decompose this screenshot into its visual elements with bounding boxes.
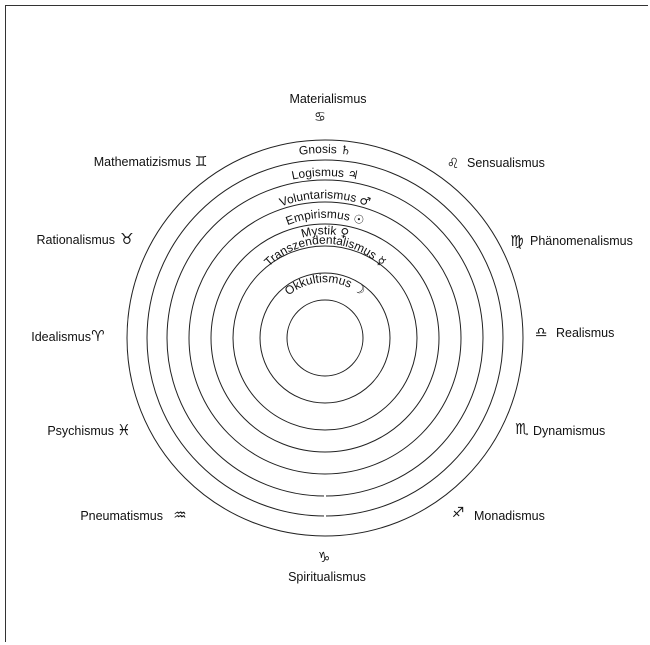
label-monadismus: Monadismus [474,509,545,523]
label-okkultismus: Okkultismus ☽ [282,271,368,298]
label-mystik: Mystik ♀ [300,223,351,240]
ring-6 [232,245,418,431]
diagram-frame [5,5,648,642]
gemini-icon: ♊ [195,154,208,170]
label-psychismus: Psychismus [47,424,114,438]
ring-5 [210,223,440,453]
aries-icon: ♈ [91,327,104,345]
libra-icon: ♎ [535,325,548,341]
capricorn-icon: ♑ [318,550,331,566]
leo-icon: ♌ [447,156,460,172]
label-materialismus: Materialismus [289,92,366,106]
ring-8 [286,299,364,377]
mars-icon: ♂ [358,193,373,210]
pisces-icon: ♓ [117,421,130,439]
mercury-icon: ☿ [374,254,389,269]
label-transzendentalismus: Transzendentalismus ☿ [261,233,388,269]
ring-1 [126,139,524,537]
cancer-icon: ♋ [314,110,326,125]
sun-icon: ☉ [351,211,366,228]
moon-icon: ☽ [351,280,368,298]
aquarius-icon: ♒ [173,506,186,524]
label-rationalismus: Rationalismus [36,233,115,247]
label-sensualismus: Sensualismus [467,156,545,170]
ring-7 [259,272,391,404]
sagittarius-icon: ♐ [452,505,465,521]
label-mathematizismus: Mathematizismus [94,155,191,169]
label-idealismus: Idealismus [31,330,91,344]
label-phaenomenalismus: Phänomenalismus [530,234,633,248]
saturn-icon: ♄ [340,143,352,158]
scorpio-icon: ♏ [515,420,529,438]
outer-labels: Materialismus ♋ ♌ Sensualismus ♍ Phänome… [31,92,633,584]
label-pneumatismus: Pneumatismus [80,509,163,523]
ring-4 [188,201,462,475]
label-dynamismus: Dynamismus [533,424,605,438]
label-spiritualismus: Spiritualismus [288,570,366,584]
jupiter-icon: ♃ [346,167,359,183]
venus-icon: ♀ [338,225,350,241]
label-realismus: Realismus [556,326,614,340]
virgo-icon: ♍ [510,232,523,250]
taurus-icon: ♉ [120,230,133,248]
label-gnosis: Gnosis ♄ [298,142,352,158]
